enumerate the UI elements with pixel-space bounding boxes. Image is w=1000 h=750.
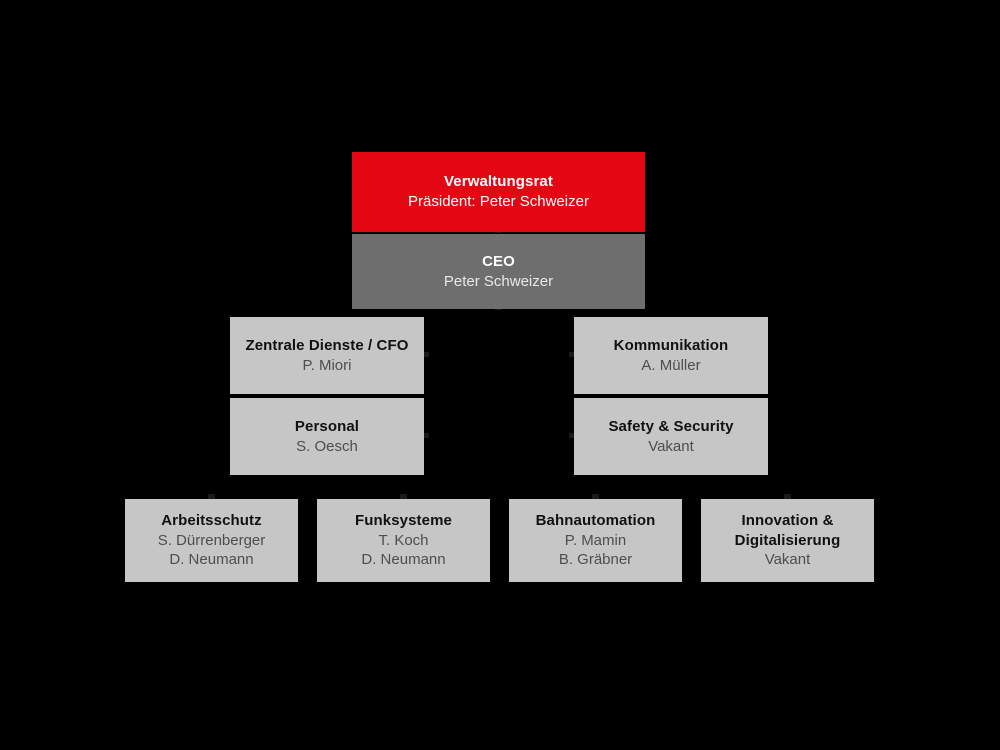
node-title: Bahnautomation [535, 511, 656, 529]
node-person: S. Oesch [296, 437, 358, 455]
node-title: Zentrale Dienste / CFO [245, 336, 409, 354]
node-title: Arbeitsschutz [161, 511, 262, 529]
connector-notch-kommunikation [569, 352, 576, 357]
node-person-secondary: D. Neumann [169, 551, 254, 569]
node-kommunikation[interactable]: Kommunikation A. Müller [574, 317, 768, 394]
connector-notch-zentrale-dienste [422, 352, 429, 357]
node-person: Peter Schweizer [443, 272, 554, 290]
node-title: Personal [294, 417, 360, 435]
node-person: Vakant [648, 437, 694, 455]
node-personal[interactable]: Personal S. Oesch [230, 398, 424, 475]
node-ceo[interactable]: CEO Peter Schweizer [352, 234, 645, 309]
node-person: Vakant [764, 551, 811, 569]
node-person: P. Mamin [564, 531, 627, 549]
node-title-line-1: Innovation & [741, 511, 834, 529]
node-person: A. Müller [641, 356, 701, 374]
node-innovation-digitalisierung[interactable]: Innovation & Digitalisierung Vakant [701, 499, 874, 582]
connector-notch-unit-1 [208, 494, 215, 499]
node-title: Safety & Security [608, 417, 734, 435]
connector-notch-unit-4 [784, 494, 791, 499]
connector-notch-safety-security [569, 433, 576, 438]
node-verwaltungsrat[interactable]: Verwaltungsrat Präsident: Peter Schweize… [352, 152, 645, 232]
node-title: CEO [482, 252, 515, 270]
node-title: Kommunikation [613, 336, 729, 354]
node-person: S. Dürrenberger [157, 531, 266, 549]
node-title-line-2: Digitalisierung [734, 531, 841, 549]
node-title: Funksysteme [355, 511, 452, 529]
node-person-secondary: B. Gräbner [558, 551, 633, 569]
connector-notch-personal [422, 433, 429, 438]
connector-notch-unit-3 [592, 494, 599, 499]
node-bahnautomation[interactable]: Bahnautomation P. Mamin B. Gräbner [509, 499, 682, 582]
node-arbeitsschutz[interactable]: Arbeitsschutz S. Dürrenberger D. Neumann [125, 499, 298, 582]
node-person: P. Miori [302, 356, 352, 374]
node-funksysteme[interactable]: Funksysteme T. Koch D. Neumann [317, 499, 490, 582]
node-person-secondary: D. Neumann [361, 551, 446, 569]
node-title: Verwaltungsrat [444, 173, 553, 191]
node-zentrale-dienste-cfo[interactable]: Zentrale Dienste / CFO P. Miori [230, 317, 424, 394]
node-person: T. Koch [378, 531, 429, 549]
connector-notch-unit-2 [400, 494, 407, 499]
node-person: Präsident: Peter Schweizer [408, 193, 589, 210]
node-safety-security[interactable]: Safety & Security Vakant [574, 398, 768, 475]
